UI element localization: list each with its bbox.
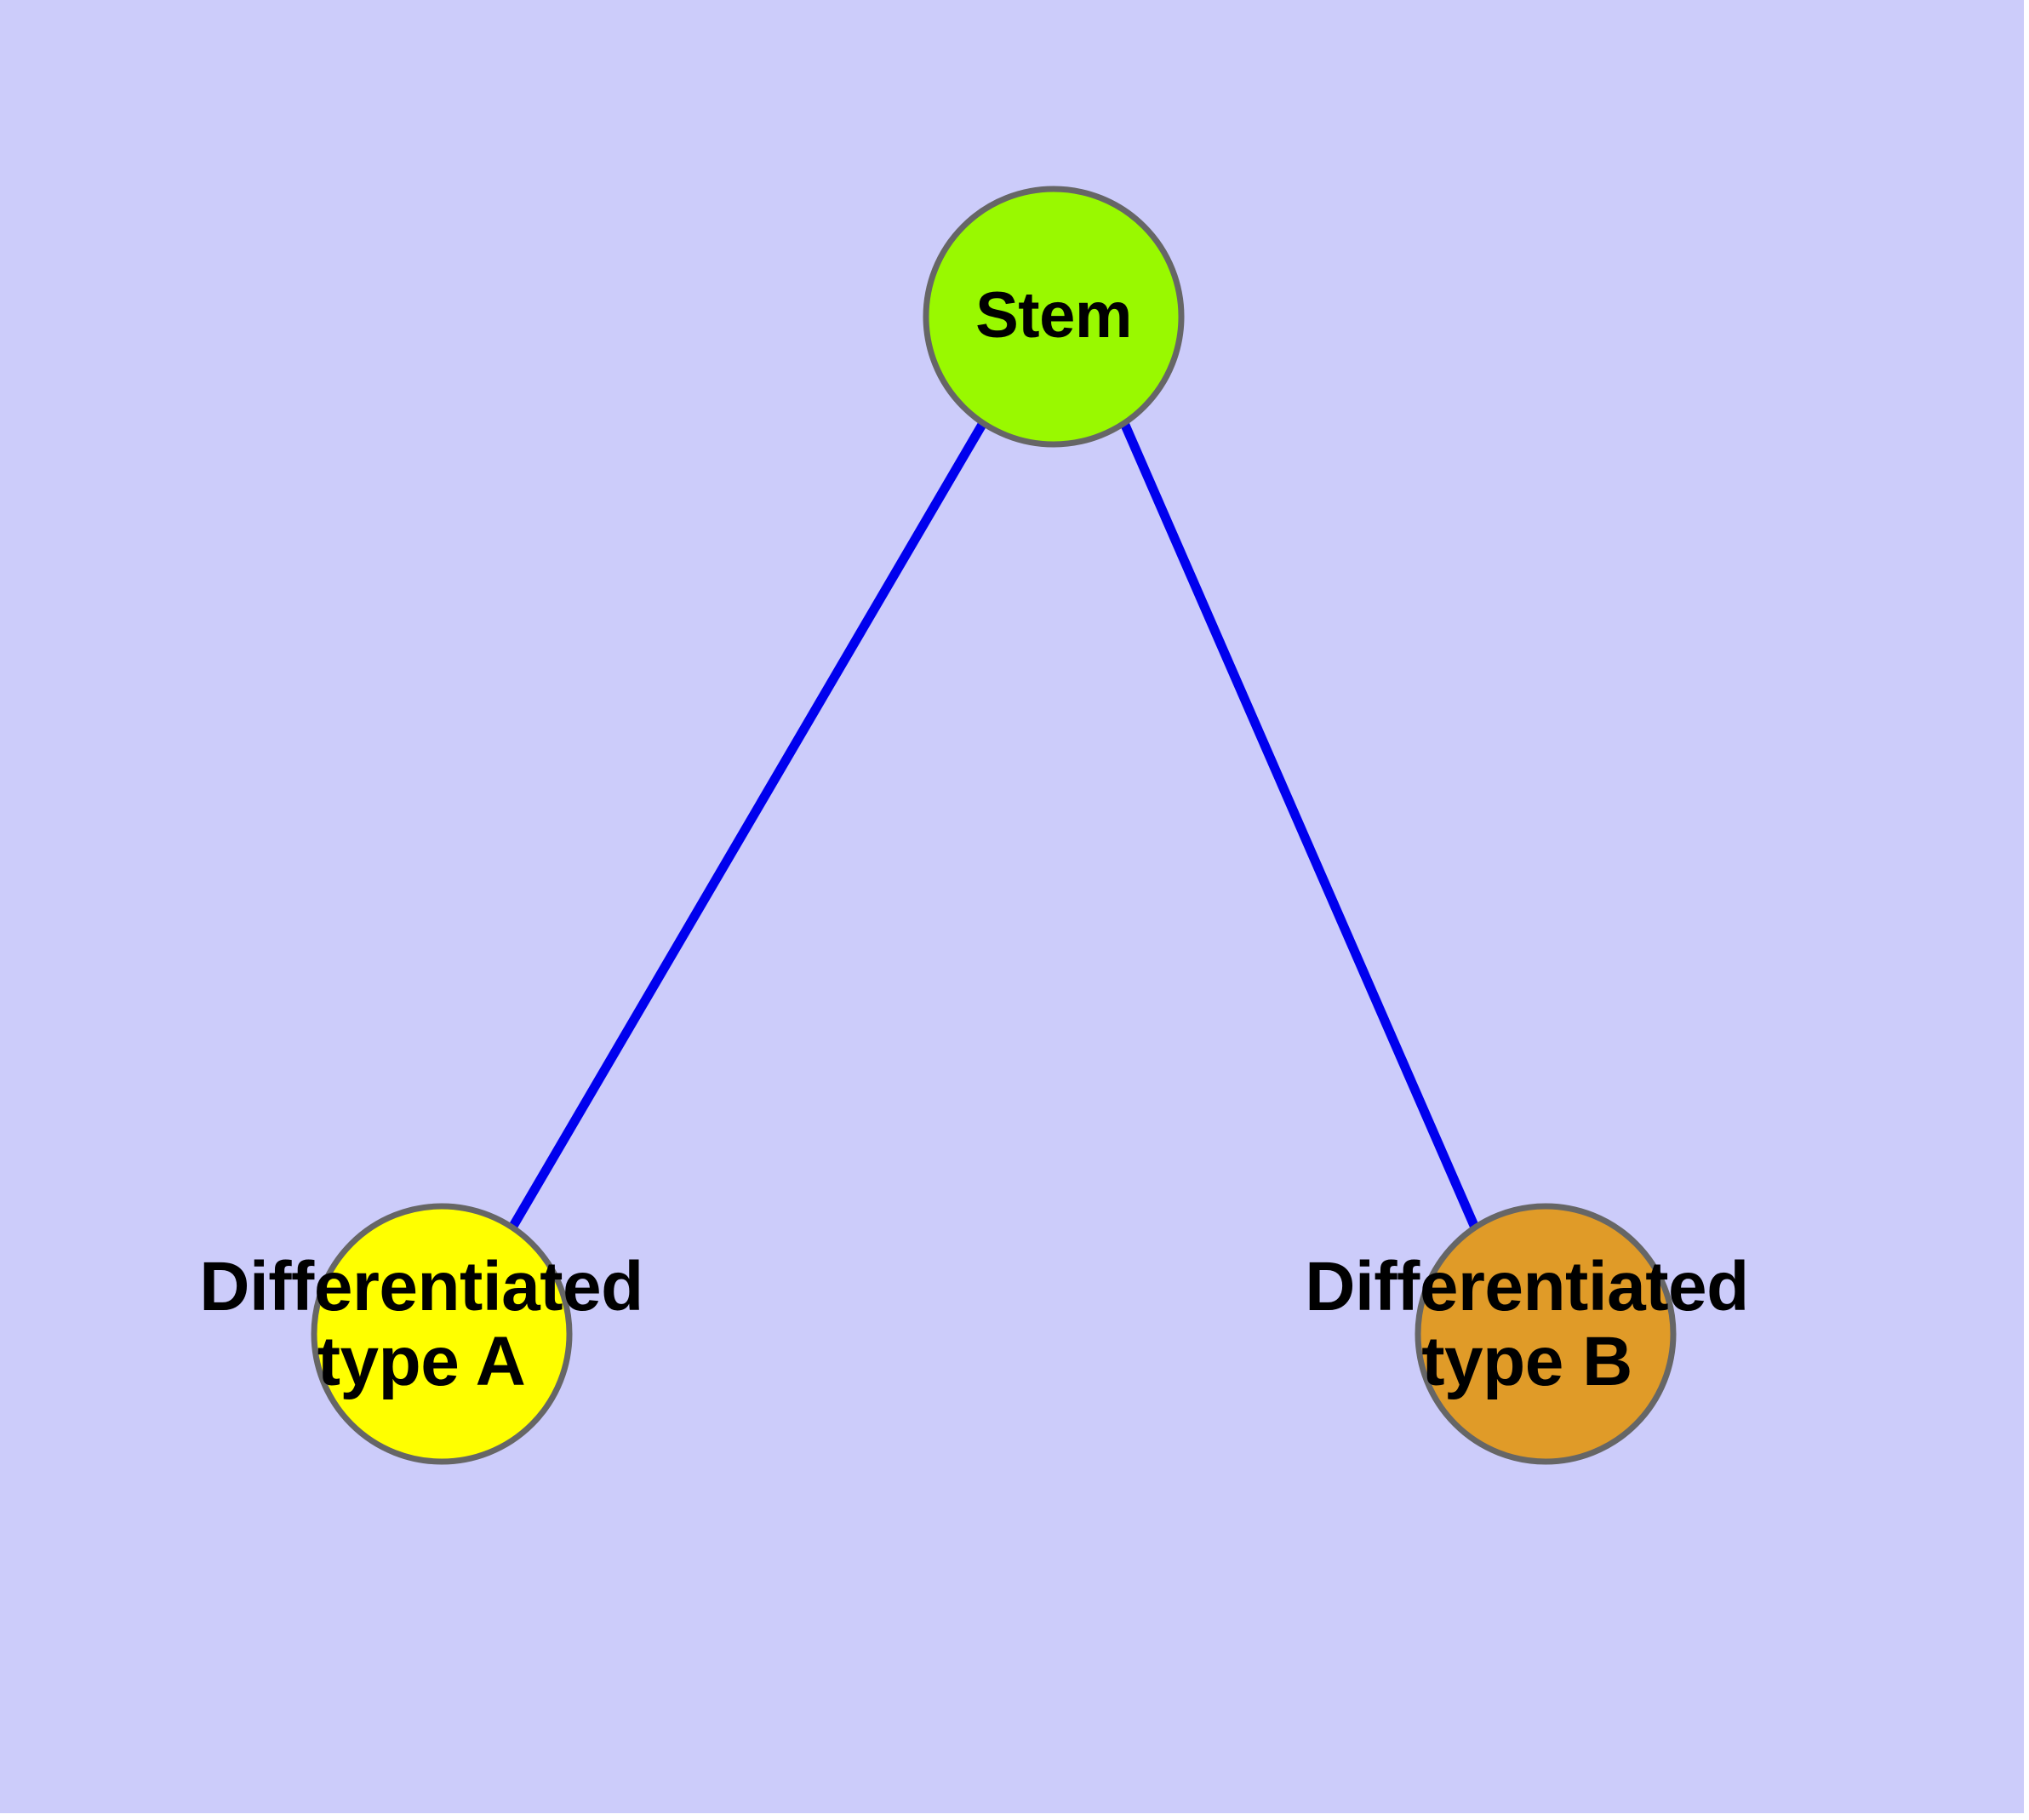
node-differentiated-type-b[interactable] [1415, 1203, 1677, 1465]
edge-layer [508, 421, 1480, 1230]
edge-stem-to-differentiated-type-b[interactable] [1119, 421, 1480, 1230]
node-stem[interactable] [923, 186, 1185, 448]
node-layer [311, 186, 1677, 1465]
node-differentiated-type-a[interactable] [311, 1203, 573, 1465]
edge-stem-to-differentiated-type-a[interactable] [508, 421, 987, 1230]
